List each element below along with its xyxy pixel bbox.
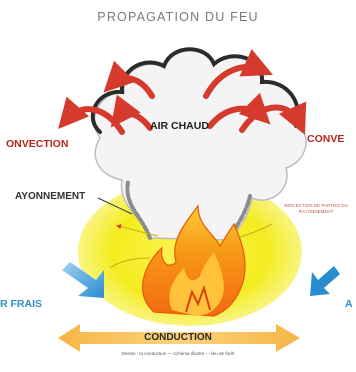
flame: [142, 204, 246, 317]
caption-text: Dessin : la conduction — schéma illustré…: [121, 351, 235, 356]
convection-arrow-mid-left: [110, 94, 153, 131]
air-chaud-label: AIR CHAUD: [150, 120, 209, 132]
cool-air-arrows: [62, 262, 340, 298]
air-frais-label-right: A: [345, 298, 353, 310]
cool-air-arrow-right: [310, 266, 340, 296]
cool-air-arrow-left: [62, 262, 104, 298]
convection-arrow-top-left: [103, 60, 155, 99]
radiation-rays: [109, 223, 273, 269]
rayonnement-label: AYONNEMENT: [15, 191, 86, 202]
reflection-label: REFLECTION DE PARTIES DU RAYONNEMENT: [284, 203, 348, 215]
diagram-title: PROPAGATION DU FEU: [97, 10, 259, 24]
convection-label-right: CONVE: [307, 133, 345, 145]
air-frais-label-left: R FRAIS: [0, 298, 42, 310]
conduction-arrow: [58, 324, 300, 352]
rayonnement-pointer: [97, 197, 133, 215]
convection-label-left: ONVECTION: [6, 138, 69, 150]
convection-arrows: [58, 48, 307, 135]
conduction-label: CONDUCTION: [144, 332, 212, 343]
convection-arrow-top-right: [203, 48, 273, 99]
convection-arrow-mid-right: [207, 92, 271, 129]
